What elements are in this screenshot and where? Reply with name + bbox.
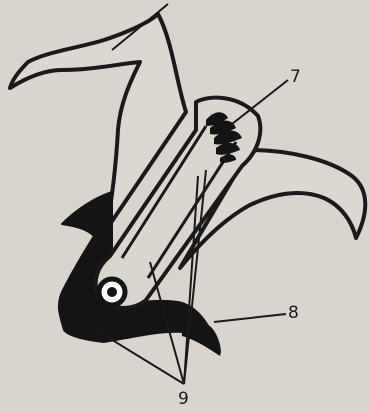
label-9: 9 [178,389,189,409]
label-8: 8 [288,303,299,323]
column-base-ring-inner [107,287,117,297]
label-7: 7 [290,67,301,87]
